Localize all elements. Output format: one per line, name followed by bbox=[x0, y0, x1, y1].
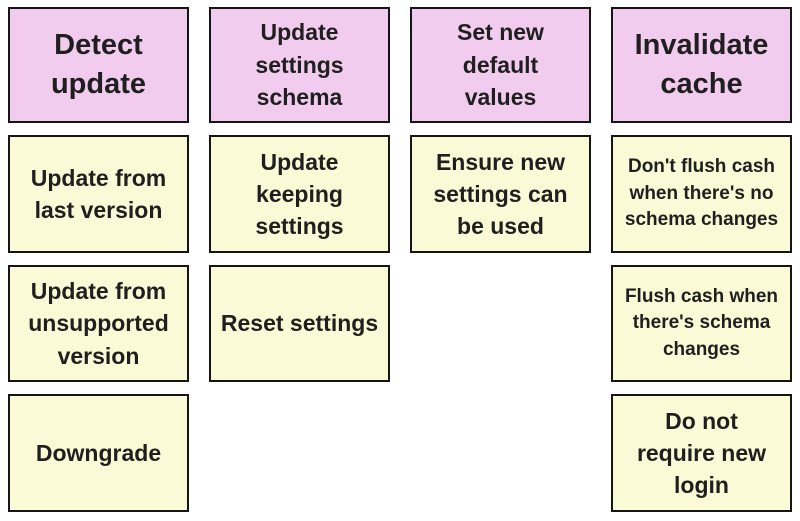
sticky-card-downgrade[interactable]: Downgrade bbox=[8, 394, 189, 512]
sticky-card-text: Ensure new settings can be used bbox=[433, 148, 568, 240]
sticky-card-text: Downgrade bbox=[35, 439, 162, 466]
sticky-header-set-new-default-values[interactable]: Set new default values bbox=[410, 7, 591, 123]
sticky-header-invalidate-cache[interactable]: Invalidate cache bbox=[611, 7, 792, 123]
sticky-header-text: Update settings schema bbox=[255, 19, 344, 111]
sticky-card-text: Update keeping settings bbox=[255, 148, 344, 240]
sticky-card-text: Update from last version bbox=[30, 164, 167, 223]
sticky-card-update-keeping-settings[interactable]: Update keeping settings bbox=[209, 135, 390, 253]
sticky-header-update-settings-schema[interactable]: Update settings schema bbox=[209, 7, 390, 123]
sticky-card-ensure-new-settings-can-be-used[interactable]: Ensure new settings can be used bbox=[410, 135, 591, 253]
sticky-card-text: Update from unsupported version bbox=[28, 278, 169, 369]
sticky-card-text: Don't flush cash when there's no schema … bbox=[624, 156, 779, 231]
sticky-card-update-from-unsupported-version[interactable]: Update from unsupported version bbox=[8, 265, 189, 382]
sticky-card-reset-settings[interactable]: Reset settings bbox=[209, 265, 390, 382]
sticky-card-dont-flush-cash-no-schema-changes[interactable]: Don't flush cash when there's no schema … bbox=[611, 135, 792, 253]
sticky-header-detect-update[interactable]: Detect update bbox=[8, 7, 189, 123]
sticky-card-text: Flush cash when there's schema changes bbox=[624, 285, 779, 360]
sticky-header-text: Detect update bbox=[50, 28, 147, 100]
sticky-card-text: Reset settings bbox=[220, 310, 379, 337]
sticky-card-text: Do not require new login bbox=[636, 407, 767, 499]
sticky-card-flush-cash-schema-changes[interactable]: Flush cash when there's schema changes bbox=[611, 265, 792, 382]
sticky-card-do-not-require-new-login[interactable]: Do not require new login bbox=[611, 394, 792, 512]
sticky-card-update-from-last-version[interactable]: Update from last version bbox=[8, 135, 189, 253]
sticky-header-text: Set new default values bbox=[457, 19, 544, 111]
sticky-header-text: Invalidate cache bbox=[634, 28, 769, 100]
